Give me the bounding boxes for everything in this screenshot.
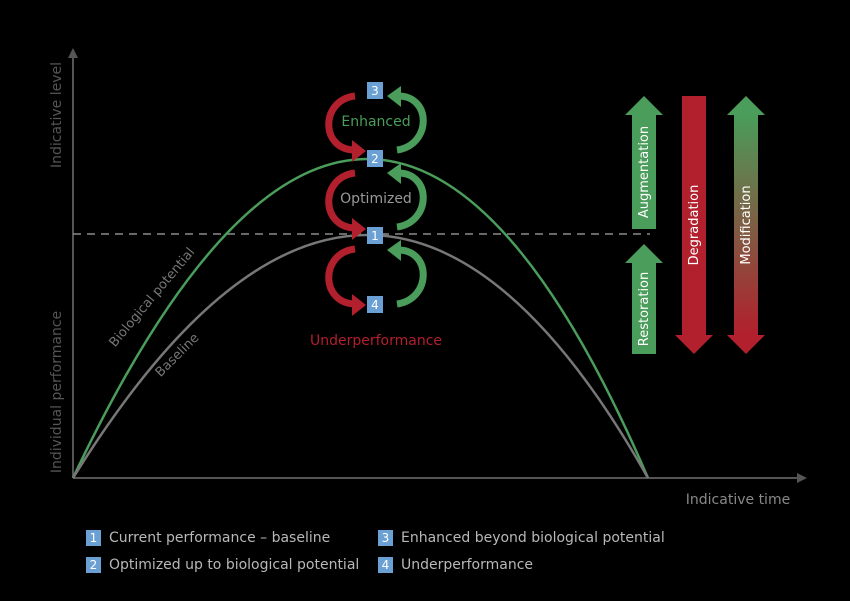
legend-item-2: 2 Optimized up to biological potential [86,557,359,573]
y-axis-label-bottom: Individual performance [49,311,65,473]
svg-text:4: 4 [371,298,379,312]
legend-item-3: 3 Enhanced beyond biological potential [378,530,665,546]
underperformance-cycle-arrows [325,240,427,316]
enhanced-label: Enhanced [341,114,410,130]
marker-2: 2 [367,150,383,167]
y-axis-label-top: Indicative level [49,62,65,168]
legend-item-4: 4 Underperformance [378,557,533,573]
baseline-curve [71,234,650,479]
svg-text:Modification: Modification [739,185,754,264]
marker-3: 3 [367,82,383,99]
marker-1: 1 [367,227,383,244]
svg-text:Restoration: Restoration [637,272,652,346]
legend-item-1: 1 Current performance – baseline [86,530,330,546]
augmentation-arrow: Augmentation [625,96,663,229]
underperformance-label: Underperformance [310,333,442,349]
svg-text:Degradation: Degradation [687,185,702,266]
legend-badge: 3 [378,530,393,546]
modification-arrow: Modification [727,96,765,354]
degradation-arrow: Degradation [675,96,713,354]
legend-badge: 2 [86,557,101,573]
legend-badge: 1 [86,530,101,546]
legend-text: Underperformance [401,557,534,573]
enhanced-cycle-arrows [325,86,427,162]
svg-text:Augmentation: Augmentation [637,126,652,218]
optimized-cycle-arrows [325,163,427,240]
svg-text:1: 1 [371,229,379,243]
svg-text:3: 3 [371,84,379,98]
biological-potential-label: Biological potential [107,245,199,350]
svg-text:2: 2 [371,152,379,166]
legend-badge: 4 [378,557,393,573]
marker-4: 4 [367,296,383,313]
legend-text: Optimized up to biological potential [109,557,360,573]
legend-text: Enhanced beyond biological potential [401,530,665,546]
x-axis-label: Indicative time [686,492,790,508]
optimized-label: Optimized [340,191,412,207]
legend-text: Current performance – baseline [109,530,331,546]
restoration-arrow: Restoration [625,244,663,354]
